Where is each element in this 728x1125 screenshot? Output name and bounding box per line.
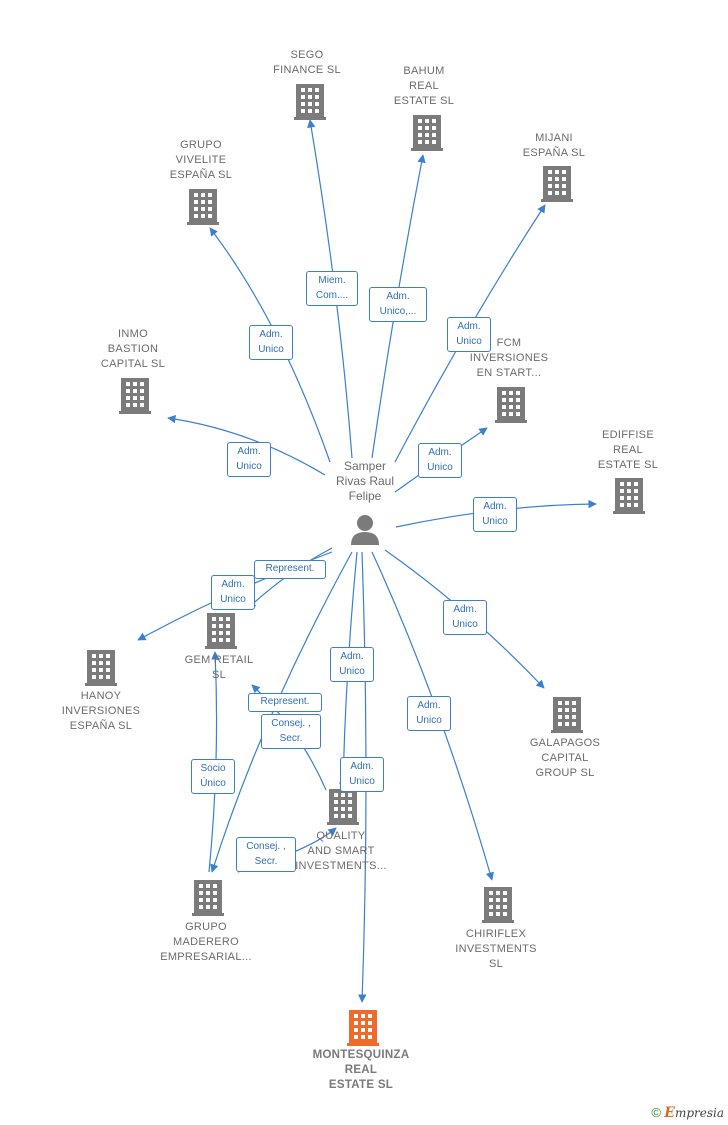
company-vivelite-label[interactable]: GRUPO VIVELITE ESPAÑA SL	[169, 139, 233, 181]
bahum-building-icon	[411, 115, 443, 151]
edge-label-quality-adm[interactable]: Adm. Unico	[330, 647, 374, 682]
maderero-building-icon	[192, 880, 224, 916]
company-ediffise-label[interactable]: EDIFFISE REAL ESTATE SL	[597, 429, 659, 471]
sego-building-icon	[294, 84, 326, 120]
company-quality-label[interactable]: QUALITY AND SMART INVESTMENTS...	[295, 830, 387, 872]
company-gem-label[interactable]: GEM RETAIL SL	[184, 654, 254, 681]
person-icon	[351, 515, 379, 545]
edge-label-vivelite[interactable]: Adm. Unico	[249, 325, 293, 360]
copyright-icon: ©	[651, 1105, 661, 1120]
company-montesquinza-label[interactable]: MONTESQUINZA REAL ESTATE SL	[312, 1049, 410, 1091]
company-inmo-label[interactable]: INMO BASTION CAPITAL SL	[100, 328, 166, 370]
chiriflex-building-icon	[482, 887, 514, 923]
company-fcm-label[interactable]: FCM INVERSIONES EN START...	[469, 337, 549, 379]
edge-label-sego[interactable]: Miem. Com....	[306, 271, 358, 306]
edge-label-inmo[interactable]: Adm. Unico	[227, 442, 271, 477]
edge-label-mijani[interactable]: Adm. Unico	[447, 317, 491, 352]
hanoy-building-icon	[85, 650, 117, 686]
company-hanoy-label[interactable]: HANOY INVERSIONES ESPAÑA SL	[61, 690, 141, 732]
company-mijani-label[interactable]: MIJANI ESPAÑA SL	[522, 132, 586, 159]
edge-label-chiriflex[interactable]: Adm. Unico	[407, 696, 451, 731]
fcm-building-icon	[495, 387, 527, 423]
vivelite-building-icon	[187, 189, 219, 225]
gem-building-icon	[205, 613, 237, 649]
quality-building-icon	[327, 789, 359, 825]
inmo-building-icon	[119, 378, 151, 414]
edge-label-hanoy[interactable]: Adm. Unico	[211, 575, 255, 610]
company-bahum-label[interactable]: BAHUM REAL ESTATE SL	[393, 65, 455, 107]
edge-label-ediffise[interactable]: Adm. Unico	[473, 497, 517, 532]
mijani-building-icon	[541, 166, 573, 202]
edge-label-quality-consej[interactable]: Consej. , Secr.	[261, 714, 321, 749]
edge-label-galapagos[interactable]: Adm. Unico	[443, 600, 487, 635]
edge-label-quality-represent[interactable]: Represent.	[248, 693, 322, 712]
galapagos-building-icon	[551, 697, 583, 733]
brand-logo: Empresia	[664, 1105, 724, 1121]
footer-brand: © Empresia	[651, 1105, 724, 1121]
edge-label-gem-represent[interactable]: Represent.	[254, 560, 326, 579]
edge-inmo	[167, 414, 326, 476]
company-chiriflex-label[interactable]: CHIRIFLEX INVESTMENTS SL	[455, 928, 537, 970]
company-galapagos-label[interactable]: GALAPAGOS CAPITAL GROUP SL	[529, 737, 601, 779]
edge-label-maderero-socio[interactable]: Socio Único	[191, 759, 235, 794]
company-sego-label[interactable]: SEGO FINANCE SL	[273, 49, 341, 76]
edge-label-montesquinza[interactable]: Adm. Unico	[340, 757, 384, 792]
edge-label-maderero-consej[interactable]: Consej. , Secr.	[236, 837, 296, 872]
company-maderero-label[interactable]: GRUPO MADERERO EMPRESARIAL...	[160, 921, 252, 963]
edge-label-fcm[interactable]: Adm. Unico	[418, 443, 462, 478]
person-name[interactable]: Samper Rivas Raul Felipe	[335, 459, 395, 503]
montesquinza-building-icon	[347, 1010, 379, 1046]
ediffise-building-icon	[613, 478, 645, 514]
edge-label-bahum[interactable]: Adm. Unico,...	[369, 287, 427, 322]
